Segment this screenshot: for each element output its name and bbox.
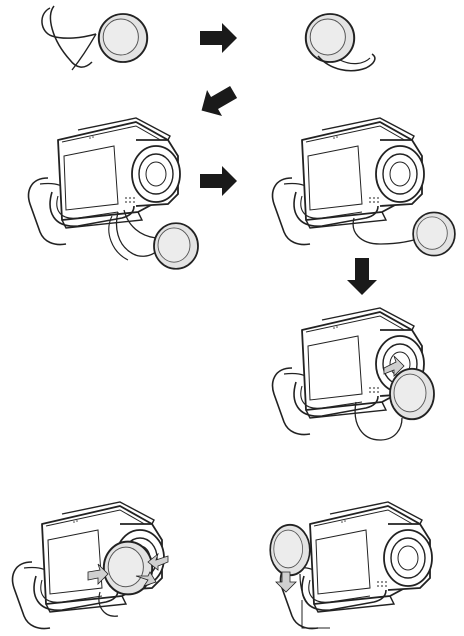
camera-cap-hanging-illustration bbox=[270, 502, 432, 629]
camera-cap-squeeze-remove-illustration bbox=[13, 502, 168, 629]
camera-cap-on-lens-illustration bbox=[273, 308, 434, 440]
arrow-right-top bbox=[200, 23, 237, 53]
camera-cap-attaching-strap-illustration bbox=[29, 118, 198, 269]
arrow-right-middle bbox=[200, 166, 237, 196]
arrow-down-left bbox=[194, 79, 241, 123]
cap-loop-threaded-illustration bbox=[306, 14, 375, 71]
cap-with-strap-loop-illustration bbox=[42, 6, 147, 70]
camera-cap-attached-illustration bbox=[273, 118, 455, 256]
arrow-down bbox=[347, 258, 377, 295]
